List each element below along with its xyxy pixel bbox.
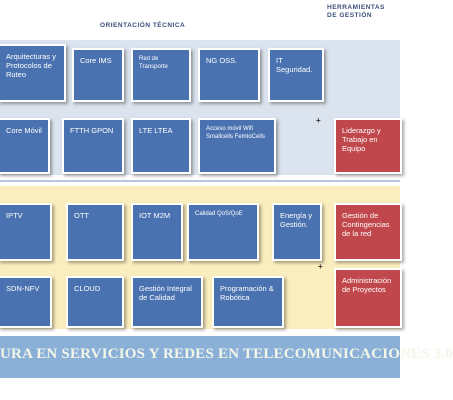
box-liderazgo: Liderazgo y Trabajo en Equipo (334, 118, 402, 174)
box-programacion-robotica: Programación & Robótica (212, 276, 284, 328)
box-gestion-integral-calidad: Gestión Integral de Calidad (131, 276, 203, 328)
box-cloud: CLOUD (66, 276, 124, 328)
box-ott: OTT (66, 203, 124, 261)
band-divider (0, 180, 400, 182)
box-ng-oss: NG OSS. (198, 48, 260, 102)
header-orientacion-tecnica: ORIENTACIÓN TÉCNICA (100, 22, 186, 29)
box-core-ims: Core IMS (72, 48, 124, 102)
box-sdn-nfv: SDN-NFV (0, 276, 52, 328)
box-acceso-movil: Acceso móvil Wifi Smallcells FemtoCells (198, 118, 276, 174)
box-red-transporte: Red de Transporte (131, 48, 191, 102)
footer-title: URA EN SERVICIOS Y REDES EN TELECOMUNICA… (0, 346, 453, 362)
plus-sign: + (316, 116, 321, 125)
box-iot-m2m: IOT M2M (131, 203, 183, 261)
box-iptv: IPTV (0, 203, 52, 261)
header-herramientas-gestion: HERRAMIENTAS DE GESTIÓN (327, 4, 385, 19)
box-ftth-gpon: FTTH GPON (62, 118, 124, 174)
box-arquitecturas: Arquitecturas y Protocolos de Ruteo (0, 44, 66, 102)
box-administracion-proyectos: Administración de Proyectos (334, 268, 402, 328)
box-it-seguridad: IT Seguridad. (268, 48, 324, 102)
box-calidad-qos: Calidad QoS/QoE (187, 203, 259, 261)
box-gestion-contingencias: Gestión de Contingencias de la red (334, 203, 402, 261)
box-core-movil: Core Móvil (0, 118, 50, 174)
box-lte-ltea: LTE LTEA (131, 118, 191, 174)
footer-band (0, 336, 400, 378)
box-energia-gestion: Energía y Gestión. (272, 203, 322, 261)
plus-sign: + (318, 262, 323, 271)
